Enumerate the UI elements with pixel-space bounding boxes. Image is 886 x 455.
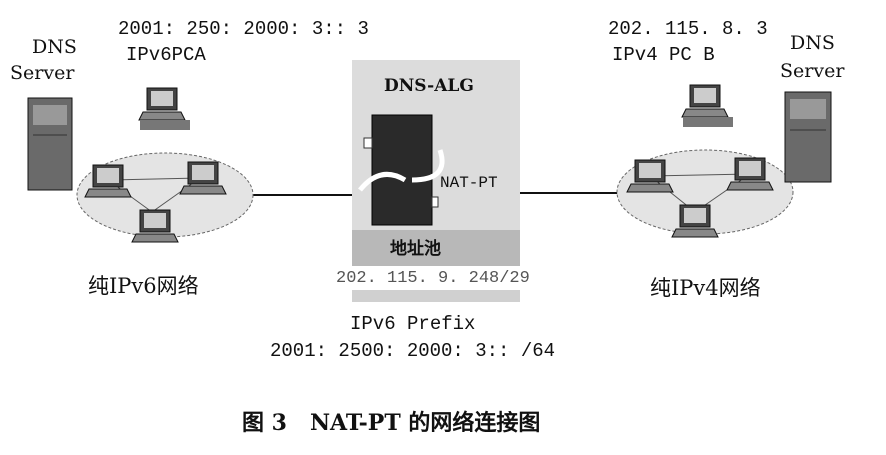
left-dns-label: DNS bbox=[32, 36, 77, 58]
ipv6-prefix-label: IPv6 Prefix bbox=[350, 313, 476, 335]
ipv6-cloud bbox=[76, 152, 254, 243]
ipv6-network-label: 纯IPv6网络 bbox=[88, 274, 199, 298]
natpt-label: NAT-PT bbox=[440, 174, 498, 192]
ipv6-pc-name: IPv6PCA bbox=[126, 44, 206, 66]
left-dns-label-server: Server bbox=[10, 62, 75, 84]
ipv4-pc-b bbox=[681, 84, 733, 127]
ipv6-pc-address: 2001: 250: 2000: 3:: 3 bbox=[118, 18, 369, 40]
ipv6-prefix-value: 2001: 2500: 2000: 3:: /64 bbox=[270, 340, 556, 362]
right-dns-label: DNS bbox=[790, 32, 835, 54]
right-dns-label-server: Server bbox=[780, 60, 845, 82]
left-dns-server-icon bbox=[27, 97, 73, 191]
right-dns-server-icon bbox=[784, 91, 832, 183]
ipv4-network-label: 纯IPv4网络 bbox=[650, 276, 761, 300]
dns-alg-title: DNS-ALG bbox=[384, 76, 474, 96]
ipv4-pc-name: IPv4 PC B bbox=[612, 44, 715, 66]
ipv4-pc-address: 202. 115. 8. 3 bbox=[608, 18, 768, 40]
address-pool-label: 地址池 bbox=[390, 239, 441, 259]
ipv4-cloud bbox=[616, 149, 794, 238]
figure-caption: 图 3 NAT-PT 的网络连接图 bbox=[242, 410, 541, 436]
dns-alg-natpt-box bbox=[352, 60, 520, 302]
address-pool-range: 202. 115. 9. 248/29 bbox=[336, 269, 530, 288]
ipv6-pc-a bbox=[138, 87, 190, 130]
